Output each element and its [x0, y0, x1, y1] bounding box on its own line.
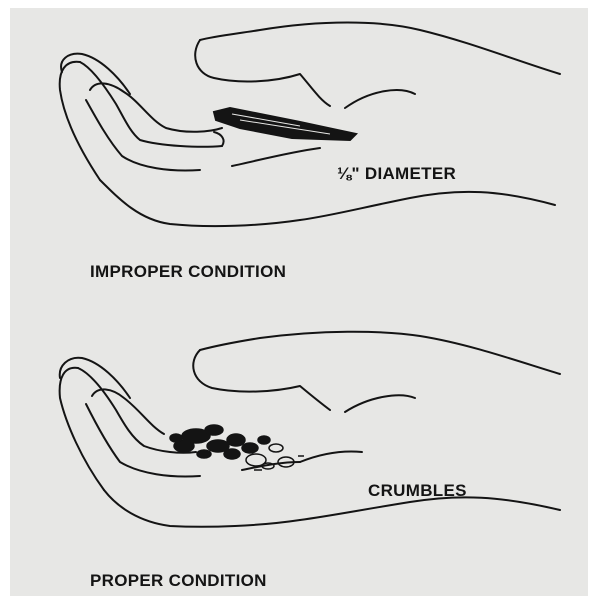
finger-outline-3	[80, 62, 222, 147]
hand-outline-back	[200, 23, 560, 75]
palm-lower-outline	[100, 180, 300, 226]
fingertip-curl	[214, 132, 224, 146]
crumbles-annotation: CRUMBLES	[368, 481, 467, 501]
improper-condition-caption: IMPROPER CONDITION	[90, 262, 286, 282]
thread-diameter-annotation: ⅛" DIAMETER	[337, 164, 456, 184]
palm-crease	[345, 90, 415, 108]
finger-outline-1	[60, 62, 100, 180]
finger-outline-4	[90, 83, 222, 131]
finger-outline-2	[61, 54, 130, 94]
proper-condition-caption: PROPER CONDITION	[90, 571, 267, 591]
wrist-lower-outline	[300, 192, 555, 220]
soil-thread-icon	[214, 108, 356, 140]
finger-outline-5	[86, 100, 200, 170]
thumb-outline	[195, 40, 330, 106]
hand-holding-rolled-soil-thread-icon	[0, 0, 596, 300]
palm-line	[232, 148, 320, 166]
